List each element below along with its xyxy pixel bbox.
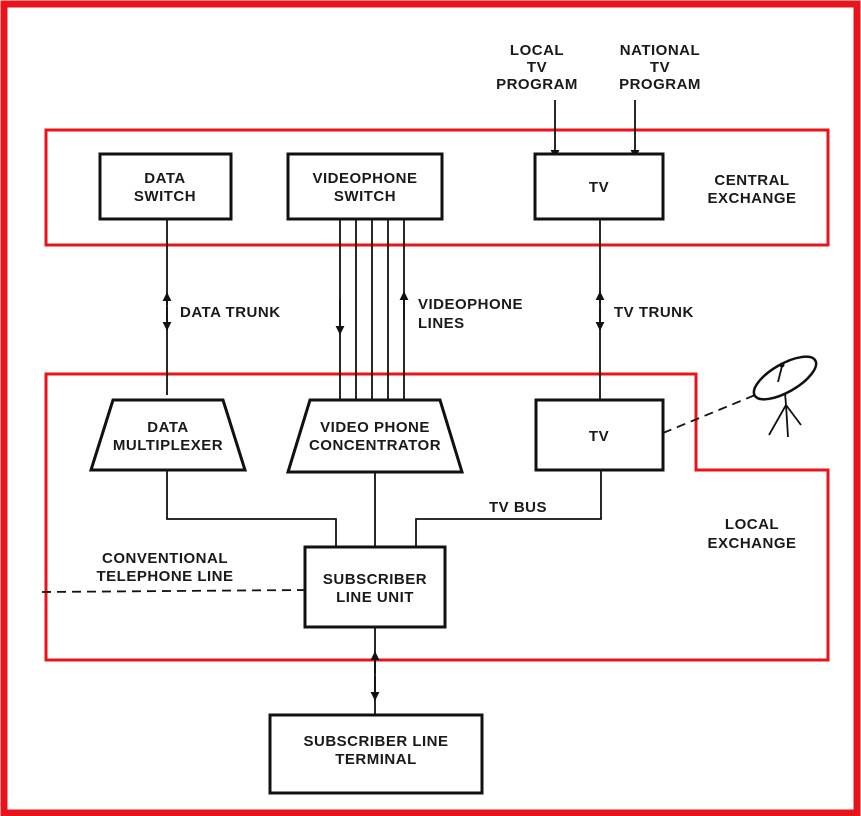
central-exchange-region xyxy=(44,128,830,247)
subscriber-line-unit-label-line: LINE UNIT xyxy=(336,589,414,606)
data-multiplexer-label-line: MULTIPLEXER xyxy=(113,437,223,454)
videophone-concentrator-label-line: VIDEO PHONE xyxy=(320,419,430,436)
tv-bus-label: TV BUS xyxy=(489,499,547,516)
local-tv-label: TV xyxy=(589,428,609,445)
mux-to-unit-line xyxy=(166,470,337,547)
tv-bus-label-line: TV BUS xyxy=(489,499,547,516)
conventional-line-label-line: TELEPHONE LINE xyxy=(96,568,233,585)
data-trunk-label-line: DATA TRUNK xyxy=(180,304,281,321)
data-switch-label-line: SWITCH xyxy=(134,188,196,205)
subscriber-line-terminal-label-line: SUBSCRIBER LINE xyxy=(303,733,448,750)
data-multiplexer-label-line: DATA xyxy=(147,419,188,436)
subscriber-line-terminal-label-line: TERMINAL xyxy=(335,751,417,768)
videophone-concentrator-box xyxy=(285,398,465,474)
videophone-switch-label-line: VIDEOPHONE xyxy=(312,170,417,187)
data-switch-box xyxy=(98,152,233,221)
conventional-line-label-line: CONVENTIONAL xyxy=(102,550,228,567)
local-exchange-label-line: LOCAL xyxy=(725,516,779,533)
videophone-lines-label-line: LINES xyxy=(418,315,465,332)
subscriber-line-terminal-box xyxy=(268,713,484,795)
central-tv-box xyxy=(533,152,665,221)
central-exchange-label-line: EXCHANGE xyxy=(707,190,796,207)
subscriber-line-unit-label-line: SUBSCRIBER xyxy=(323,571,427,588)
local-tv-label-line: TV xyxy=(589,428,609,445)
central-tv-label: TV xyxy=(589,179,609,196)
satellite-dish-icon xyxy=(752,355,818,438)
national-program-label-line: PROGRAM xyxy=(619,76,701,93)
local-tv-box xyxy=(534,398,665,472)
videophone-lines-label: VIDEOPHONE LINES xyxy=(418,296,523,332)
videophone-lines xyxy=(335,219,409,400)
videophone-switch-label-line: SWITCH xyxy=(334,188,396,205)
local-exchange-region xyxy=(44,372,830,662)
videophone-switch-box xyxy=(286,152,444,221)
tv-trunk-label-line: TV TRUNK xyxy=(614,304,694,321)
local-program-label-line: PROGRAM xyxy=(496,76,578,93)
central-tv-label-line: TV xyxy=(589,179,609,196)
satellite-link xyxy=(662,392,761,434)
data-multiplexer-box xyxy=(88,398,248,472)
national-program-label-line: TV xyxy=(650,59,670,76)
data-trunk-label: DATA TRUNK xyxy=(180,304,281,321)
conventional-telephone-line xyxy=(41,589,305,593)
national-program-label-line: NATIONAL xyxy=(620,42,700,59)
local-exchange-label-line: EXCHANGE xyxy=(707,535,796,552)
local-exchange-label: LOCAL EXCHANGE xyxy=(707,516,796,552)
local-program-label-line: LOCAL xyxy=(510,42,564,59)
central-exchange-label-line: CENTRAL xyxy=(714,172,789,189)
subscriber-line-unit-box xyxy=(303,545,447,629)
tv-bus-line xyxy=(415,470,602,547)
videophone-lines-label-line: VIDEOPHONE xyxy=(418,296,523,313)
tv-trunk-label: TV TRUNK xyxy=(614,304,694,321)
videophone-concentrator-label-line: CONCENTRATOR xyxy=(309,437,441,454)
data-switch-label-line: DATA xyxy=(144,170,185,187)
local-program-label-line: TV xyxy=(527,59,547,76)
